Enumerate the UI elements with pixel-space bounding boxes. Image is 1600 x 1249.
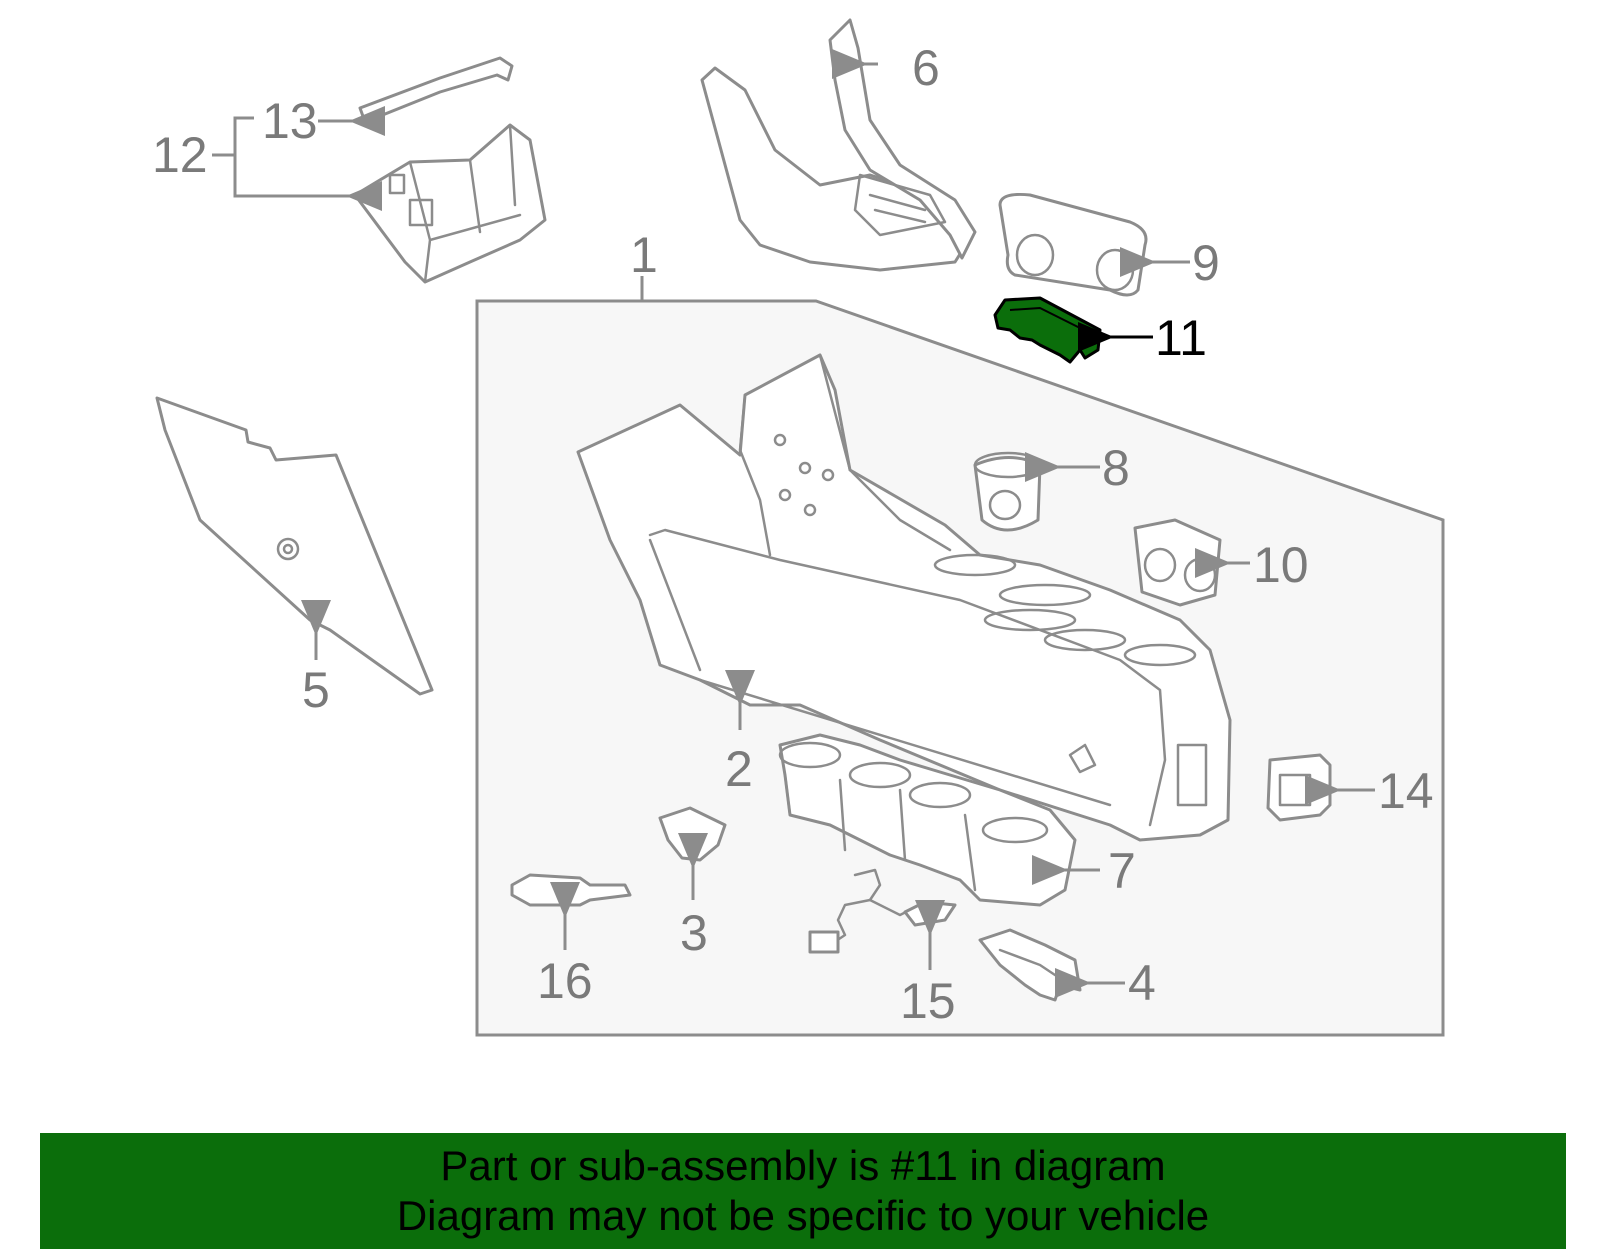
callout-12: 12 — [152, 127, 208, 183]
part-3-cap — [658, 806, 727, 900]
callout-6: 6 — [912, 40, 940, 96]
banner-line-1: Part or sub-assembly is #11 in diagram — [440, 1142, 1166, 1189]
callout-13: 13 — [262, 93, 318, 149]
callout-16: 16 — [537, 953, 593, 1009]
callout-11: 11 — [1155, 310, 1207, 366]
callout-7: 7 — [1108, 843, 1136, 899]
part-6-shifter-trim — [700, 18, 977, 272]
part-10-cupholder — [1133, 518, 1250, 607]
part-15-harness — [808, 868, 957, 970]
callout-3: 3 — [680, 905, 708, 961]
callout-14: 14 — [1378, 763, 1434, 819]
part-7-cupholder-tray — [778, 733, 1100, 907]
banner-line-2: Diagram may not be specific to your vehi… — [396, 1192, 1210, 1239]
part-4-bracket — [978, 928, 1125, 1002]
callout-2: 2 — [725, 741, 753, 797]
callout-8: 8 — [1102, 440, 1130, 496]
part-13-bezel-trim — [358, 56, 514, 124]
callout-1: 1 — [630, 227, 658, 283]
callout-10: 10 — [1253, 537, 1309, 593]
part-14-switch — [1266, 753, 1375, 822]
part-12-shifter-bezel — [353, 123, 547, 284]
part-16-connector — [510, 873, 632, 950]
part-8-cupholder — [973, 451, 1100, 532]
callout-9: 9 — [1192, 235, 1220, 291]
part-5-side-panel — [155, 396, 434, 696]
part-12-bracket — [212, 106, 385, 211]
part-9-cupholder-insert — [998, 193, 1190, 297]
callout-5: 5 — [302, 662, 330, 718]
part-11-highlighted — [993, 296, 1153, 364]
callout-15: 15 — [900, 973, 956, 1029]
part-2-console — [576, 353, 1232, 842]
info-banner: Part or sub-assembly is #11 in diagram D… — [40, 1133, 1566, 1249]
callout-4: 4 — [1128, 955, 1156, 1011]
